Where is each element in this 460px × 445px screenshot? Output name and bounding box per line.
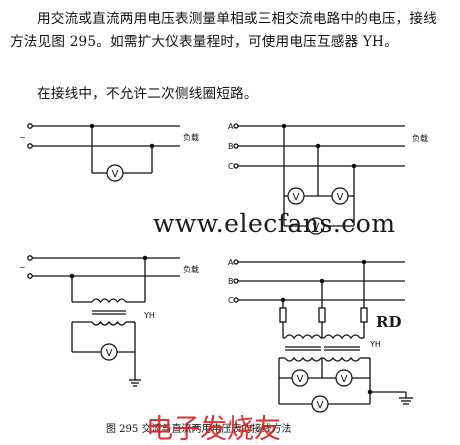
diagram-single-phase-direct bbox=[27, 123, 180, 174]
source-symbol-2: ~ bbox=[19, 263, 26, 272]
voltmeter-6-symbol: V bbox=[297, 374, 304, 385]
source-symbol-1: ~ bbox=[19, 133, 26, 142]
phase-b-label-2: B bbox=[228, 277, 234, 286]
diagram-single-phase-transformer bbox=[27, 255, 180, 387]
voltmeter-3-symbol: V bbox=[337, 192, 344, 203]
voltmeter-2-symbol: V bbox=[293, 192, 300, 203]
voltmeter-3: V bbox=[331, 187, 349, 205]
voltmeter-5: V bbox=[100, 343, 118, 361]
voltmeter-8-symbol: V bbox=[317, 400, 324, 411]
phase-c-label-1: C bbox=[228, 162, 234, 171]
transformer-label-2: YH bbox=[369, 340, 381, 349]
chinese-watermark: 电子发烧友 bbox=[146, 414, 281, 445]
phase-a-label-1: A bbox=[228, 122, 234, 131]
voltmeter-2: V bbox=[287, 187, 305, 205]
load-label-2: 负载 bbox=[412, 133, 428, 143]
voltmeter-4: V bbox=[307, 217, 325, 235]
phase-a-label-2: A bbox=[228, 258, 234, 267]
phase-b-label-1: B bbox=[228, 142, 234, 151]
voltmeter-7-symbol: V bbox=[341, 374, 348, 385]
voltmeter-4-symbol: V bbox=[313, 222, 320, 233]
site-watermark: www.elecfans.com bbox=[153, 209, 396, 238]
voltmeter-6: V bbox=[291, 369, 309, 387]
voltmeter-8: V bbox=[311, 395, 329, 413]
figure-caption: 图 295 交流与直流两用电压表的接线方法 bbox=[106, 422, 291, 435]
voltmeter-1: V bbox=[106, 164, 124, 182]
warning-paragraph: 在接线中，不允许二次侧线圈短路。 bbox=[37, 86, 258, 102]
rd-watermark: RD bbox=[376, 313, 401, 331]
intro-paragraph: 用交流或直流两用电压表测量单相或三相交流电路中的电压，接线方法见图 295。如需… bbox=[10, 11, 438, 50]
voltmeter-1-symbol: V bbox=[112, 169, 119, 180]
voltmeter-5-symbol: V bbox=[106, 348, 113, 359]
phase-c-label-2: C bbox=[228, 296, 234, 305]
diagram-three-phase-transformer bbox=[233, 259, 413, 405]
load-label-1: 负载 bbox=[183, 132, 199, 142]
transformer-label-1: YH bbox=[143, 311, 155, 320]
voltmeter-7: V bbox=[335, 369, 353, 387]
diagram-three-phase-direct bbox=[233, 123, 405, 227]
load-label-3: 负载 bbox=[183, 264, 199, 274]
